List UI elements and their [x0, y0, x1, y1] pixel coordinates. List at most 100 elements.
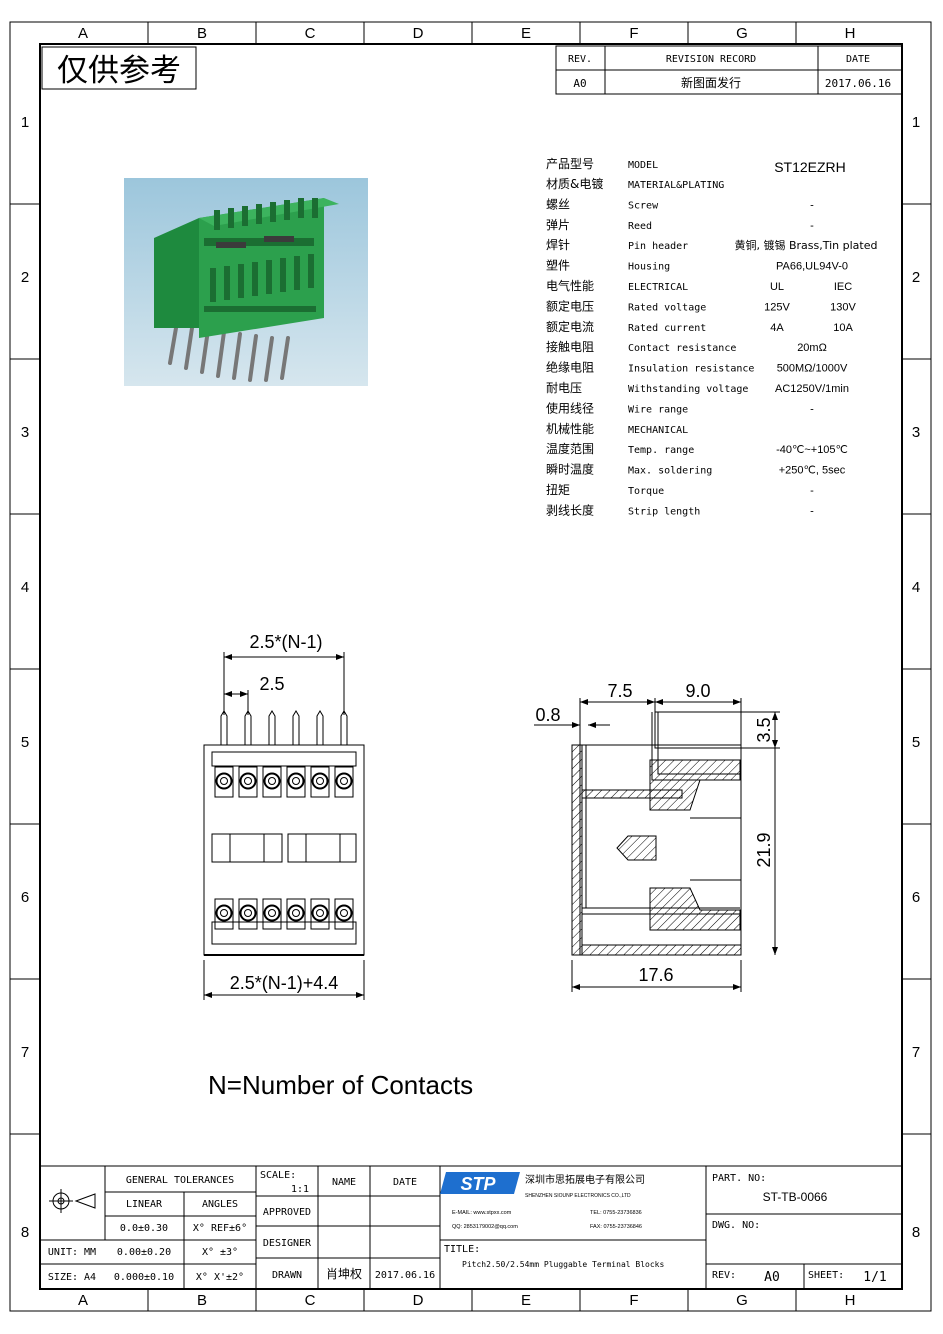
- linear-tol-3: 0.000±0.10: [114, 1272, 174, 1283]
- spec-label-cn: 剥线长度: [546, 502, 594, 517]
- row-grid: 1 2 3 4 5 6 7 8 1 2 3 4 5 6 7 8: [10, 114, 931, 1241]
- col-label: H: [845, 25, 856, 42]
- contact-slot: [214, 766, 234, 798]
- spec-label-en: Torque: [628, 486, 664, 497]
- spec-label-en: Rated current: [628, 323, 706, 334]
- spec-value-1: UL: [770, 281, 784, 293]
- contact-hole: [263, 772, 281, 790]
- contact-hole: [335, 772, 353, 790]
- dim-3-5: 3.5: [754, 717, 774, 742]
- size-label: SIZE: A4: [48, 1272, 96, 1283]
- spec-value: -: [810, 220, 814, 232]
- col-label: D: [413, 25, 424, 42]
- rev-header: REV.: [568, 54, 592, 65]
- approved-label: APPROVED: [263, 1207, 311, 1218]
- spec-label-cn: 使用线径: [546, 400, 594, 415]
- contact-slot: [310, 766, 330, 798]
- contact-hole: [215, 904, 233, 922]
- dim-pitch: 2.5: [259, 674, 284, 694]
- part-no-label: PART. NO:: [712, 1173, 766, 1184]
- spec-label-cn: 扭矩: [546, 483, 570, 497]
- row-label: 3: [912, 424, 920, 441]
- svg-text:STP: STP: [460, 1174, 496, 1194]
- contact-slot: [262, 766, 282, 798]
- contact-slot: [238, 898, 258, 930]
- unit-label: UNIT: MM: [48, 1247, 96, 1258]
- row-label: 5: [912, 734, 920, 751]
- spec-label-cn: 额定电压: [546, 298, 594, 313]
- col-label: D: [413, 1292, 424, 1309]
- pin: [268, 710, 276, 745]
- contact-slot: [214, 898, 234, 930]
- spec-value: -: [810, 199, 814, 211]
- angles-header: ANGLES: [202, 1199, 238, 1210]
- sheet-value: 1/1: [863, 1270, 886, 1285]
- col-label: E: [521, 1292, 531, 1309]
- title-block: GENERAL TOLERANCES LINEAR ANGLES 0.0±0.3…: [39, 1165, 903, 1290]
- name-label: NAME: [332, 1177, 356, 1188]
- front-pins: [220, 710, 348, 745]
- row-label: 6: [21, 889, 29, 906]
- row-label: 3: [21, 424, 29, 441]
- row-label: 4: [21, 579, 29, 596]
- spec-label-en: ELECTRICAL: [628, 282, 688, 293]
- row-label: 1: [21, 114, 29, 131]
- contact-hole: [287, 904, 305, 922]
- spec-value: PA66,UL94V-0: [776, 261, 848, 273]
- spec-value: -: [810, 485, 814, 497]
- spec-label-cn: 弹片: [546, 218, 570, 232]
- pin: [340, 710, 348, 745]
- spec-label-cn: 温度范围: [546, 441, 594, 456]
- spec-label-en: Temp. range: [628, 445, 694, 456]
- dim-21-9: 21.9: [754, 832, 774, 867]
- spec-model-en: MODEL: [628, 160, 658, 171]
- spec-label-en: Strip length: [628, 506, 700, 517]
- part-no-value: ST-TB-0066: [763, 1190, 828, 1204]
- spec-label-cn: 螺丝: [546, 197, 570, 211]
- title-label: TITLE:: [444, 1244, 480, 1255]
- reference-stamp-box: [41, 46, 197, 90]
- column-grid: A B C D E F G H A B C D E F G H: [78, 22, 855, 1311]
- spec-label-cn: 耐电压: [546, 381, 582, 395]
- designer-label: DESIGNER: [263, 1238, 312, 1249]
- spec-value-2: IEC: [834, 281, 852, 293]
- spec-label-cn: 额定电流: [546, 319, 594, 334]
- spec-label-cn: 接触电阻: [546, 339, 594, 354]
- contact-slot: [262, 898, 282, 930]
- front-contacts-top: [214, 766, 354, 798]
- spec-label-en: Max. soldering: [628, 466, 712, 477]
- dim-pitch-total: 2.5*(N-1): [249, 632, 322, 652]
- outer-border: [9, 21, 932, 1312]
- row-label: 8: [912, 1224, 920, 1241]
- spec-label-en: Screw: [628, 200, 659, 211]
- spec-model-cn: 产品型号: [546, 157, 594, 171]
- spec-label-cn: 机械性能: [546, 421, 594, 436]
- row-label: 1: [912, 114, 920, 131]
- spec-model-value: ST12EZRH: [774, 159, 846, 175]
- spec-value: -: [810, 505, 814, 517]
- spec-label-cn: 瞬时温度: [546, 462, 594, 477]
- spec-label-cn: 绝缘电阻: [546, 360, 594, 375]
- spec-value: 500MΩ/1000V: [777, 363, 848, 375]
- date-header: DATE: [846, 54, 870, 65]
- reference-stamp: 仅供参考: [57, 53, 181, 89]
- contact-hole: [239, 772, 257, 790]
- sheet-label: SHEET:: [808, 1270, 844, 1281]
- pin: [292, 710, 300, 745]
- col-label: E: [521, 25, 531, 42]
- linear-tol-1: 0.0±0.30: [120, 1223, 168, 1234]
- contact-slot: [310, 898, 330, 930]
- drawn-label: DRAWN: [272, 1270, 302, 1281]
- drawn-name: 肖坤权: [326, 1266, 362, 1281]
- record-value: 新图面发行: [681, 75, 741, 90]
- col-label: G: [736, 25, 748, 42]
- linear-tol-2: 0.00±0.20: [117, 1247, 171, 1258]
- spec-value-2: 130V: [830, 301, 856, 313]
- company-email: E-MAIL: www.stpxx.com: [452, 1210, 512, 1216]
- spec-label-en: MATERIAL&PLATING: [628, 180, 724, 191]
- dim-9-0: 9.0: [685, 681, 710, 701]
- spec-value: +250℃, 5sec: [779, 465, 846, 477]
- linear-header: LINEAR: [126, 1199, 163, 1210]
